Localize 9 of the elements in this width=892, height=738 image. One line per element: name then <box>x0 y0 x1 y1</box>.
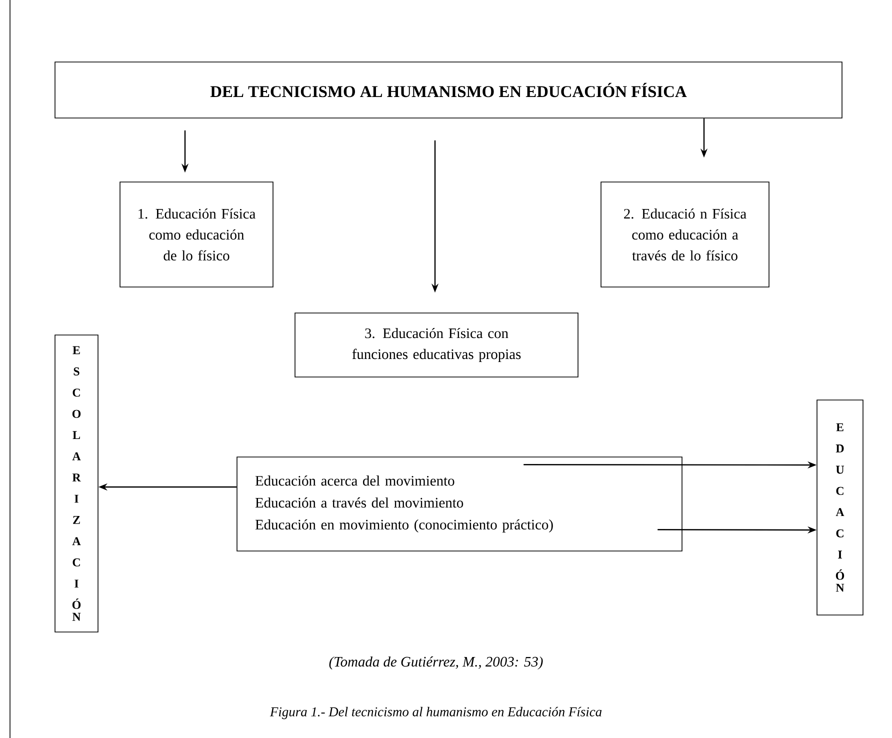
vertical-label-box: ESCOLARIZACIÓN <box>54 334 98 632</box>
concept-box: 1. Educación Física como educación de lo físico <box>120 182 274 288</box>
figure-caption: Figura 1.- Del tecnicismo al humanismo en Educación Física <box>270 706 602 720</box>
source-note: (Tomada de Gutiérrez, M., 2003: 53) <box>329 656 543 670</box>
concept-box: 2. Educació n Física como educación a través de lo físico <box>600 182 770 288</box>
vertical-label-box: EDUCACIÓN <box>816 400 864 616</box>
list-box: Educación acerca del movimiento Educación a través del movimiento Educación en movimiento (conocimiento práctico) <box>236 456 682 552</box>
concept-box: 3. Educación Física con funciones educativas propias <box>294 312 578 378</box>
title-box: DEL TECNICISMO AL HUMANISMO EN EDUCACIÓN FÍSICA <box>54 62 842 118</box>
